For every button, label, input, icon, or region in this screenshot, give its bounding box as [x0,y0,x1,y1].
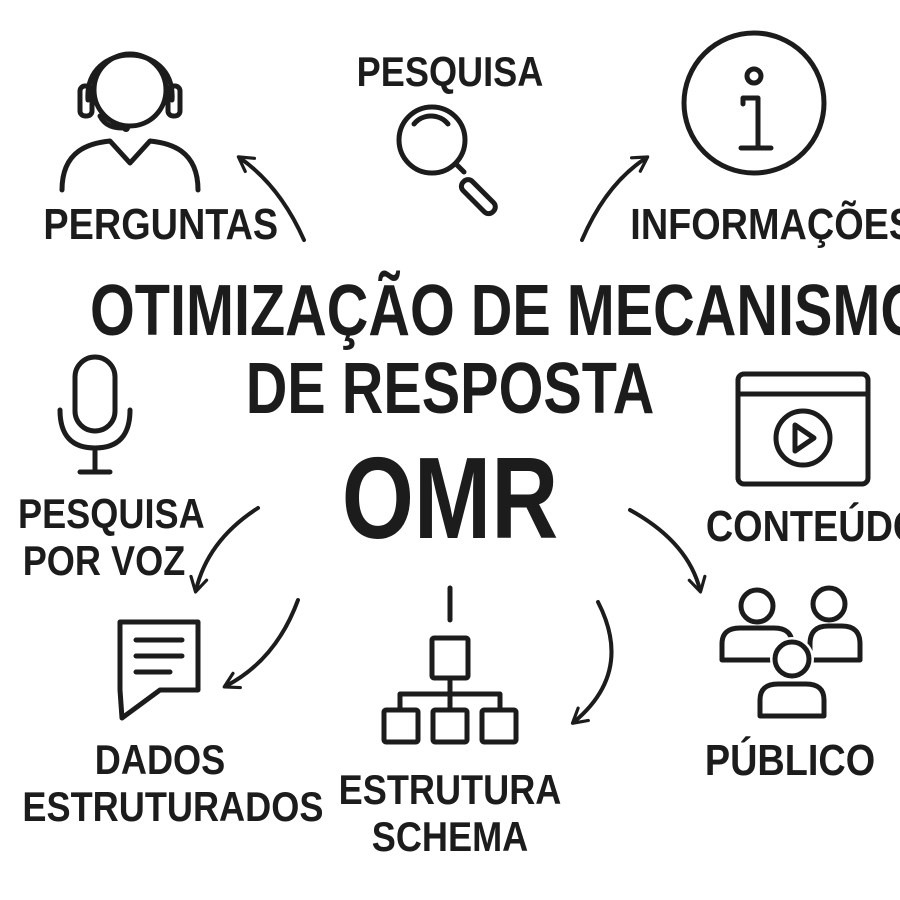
video-player-icon [735,371,871,487]
title-acronym: OMR [341,433,559,563]
arrow-to-informacoes [580,155,650,242]
connector-arrows [189,155,707,725]
label-pesquisa-por-voz: PESQUISA POR VOZ [18,490,205,585]
label-pesquisa-por-voz-line-2: POR VOZ [22,537,186,585]
info-circle-icon [681,30,827,176]
title-line-1: OTIMIZAÇÃO DE MECANISMO [90,271,900,351]
arrow-to-dados [222,598,300,690]
arrow-to-estrutura [570,600,614,725]
people-group-icon [719,585,863,720]
label-pesquisa: PESQUISA [356,48,544,95]
label-estrutura-line-1: ESTRUTURA [338,766,562,813]
label-estrutura-schema: ESTRUTURA SCHEMA [338,766,562,861]
label-dados-line-1: DADOS [94,736,226,783]
arrow-to-publico [628,508,707,594]
chat-document-icon [117,619,201,721]
arrow-to-pesquisa-voz [189,506,260,594]
label-publico: PÚBLICO [704,736,876,785]
diagram-title: OTIMIZAÇÃO DE MECANISMO DE RESPOSTA [90,271,900,429]
label-dados-estruturados: DADOS ESTRUTURADOS [22,736,324,831]
label-perguntas: PERGUNTAS [43,200,279,249]
label-informacoes: INFORMAÇÕES [630,200,900,249]
hierarchy-icon [381,585,519,745]
headset-user-icon [59,51,201,193]
magnifier-icon [396,104,498,217]
title-line-2: DE RESPOSTA [245,349,655,429]
arrow-to-perguntas [236,155,306,242]
microphone-icon [57,354,133,475]
label-pesquisa-por-voz-line-1: PESQUISA [18,490,205,537]
label-conteudo: CONTEÚDO [705,502,900,551]
label-estrutura-line-2: SCHEMA [371,813,529,861]
label-dados-line-2: ESTRUTURADOS [22,783,324,831]
